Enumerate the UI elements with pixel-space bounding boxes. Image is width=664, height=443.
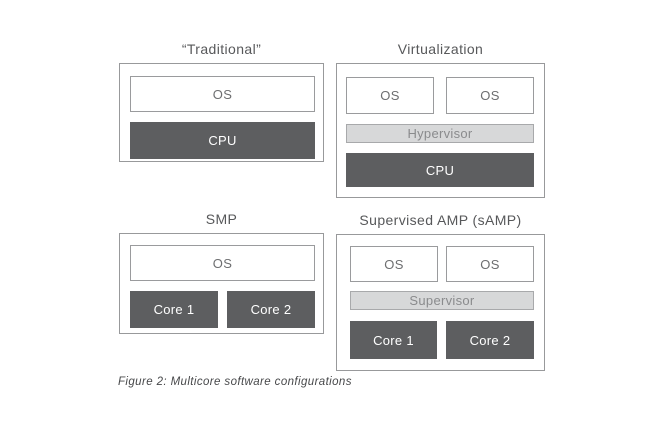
panel-title-smp: SMP: [205, 211, 238, 227]
traditional-cpu-box: CPU: [130, 122, 315, 159]
panel-title-traditional: “Traditional”: [181, 41, 262, 57]
samp-core2-box: Core 2: [446, 321, 534, 359]
panel-virtualization: OS OS Hypervisor CPU: [336, 63, 545, 198]
smp-core1-box: Core 1: [130, 291, 218, 328]
samp-os-right-box: OS: [446, 246, 534, 282]
samp-os-left-box: OS: [350, 246, 438, 282]
panel-title-virtualization: Virtualization: [397, 41, 484, 57]
virtualization-os-left-box: OS: [346, 77, 434, 114]
traditional-os-box: OS: [130, 76, 315, 112]
panel-traditional: OS CPU: [119, 63, 324, 162]
figure-caption: Figure 2: Multicore software configurati…: [118, 376, 352, 388]
samp-core1-box: Core 1: [350, 321, 437, 359]
smp-core2-box: Core 2: [227, 291, 315, 328]
samp-supervisor-box: Supervisor: [350, 291, 534, 310]
virtualization-hypervisor-box: Hypervisor: [346, 124, 534, 143]
panel-samp: OS OS Supervisor Core 1 Core 2: [336, 234, 545, 371]
smp-os-box: OS: [130, 245, 315, 281]
virtualization-cpu-box: CPU: [346, 153, 534, 187]
virtualization-os-right-box: OS: [446, 77, 534, 114]
panel-title-samp: Supervised AMP (sAMP): [359, 212, 522, 228]
panel-smp: OS Core 1 Core 2: [119, 233, 324, 334]
